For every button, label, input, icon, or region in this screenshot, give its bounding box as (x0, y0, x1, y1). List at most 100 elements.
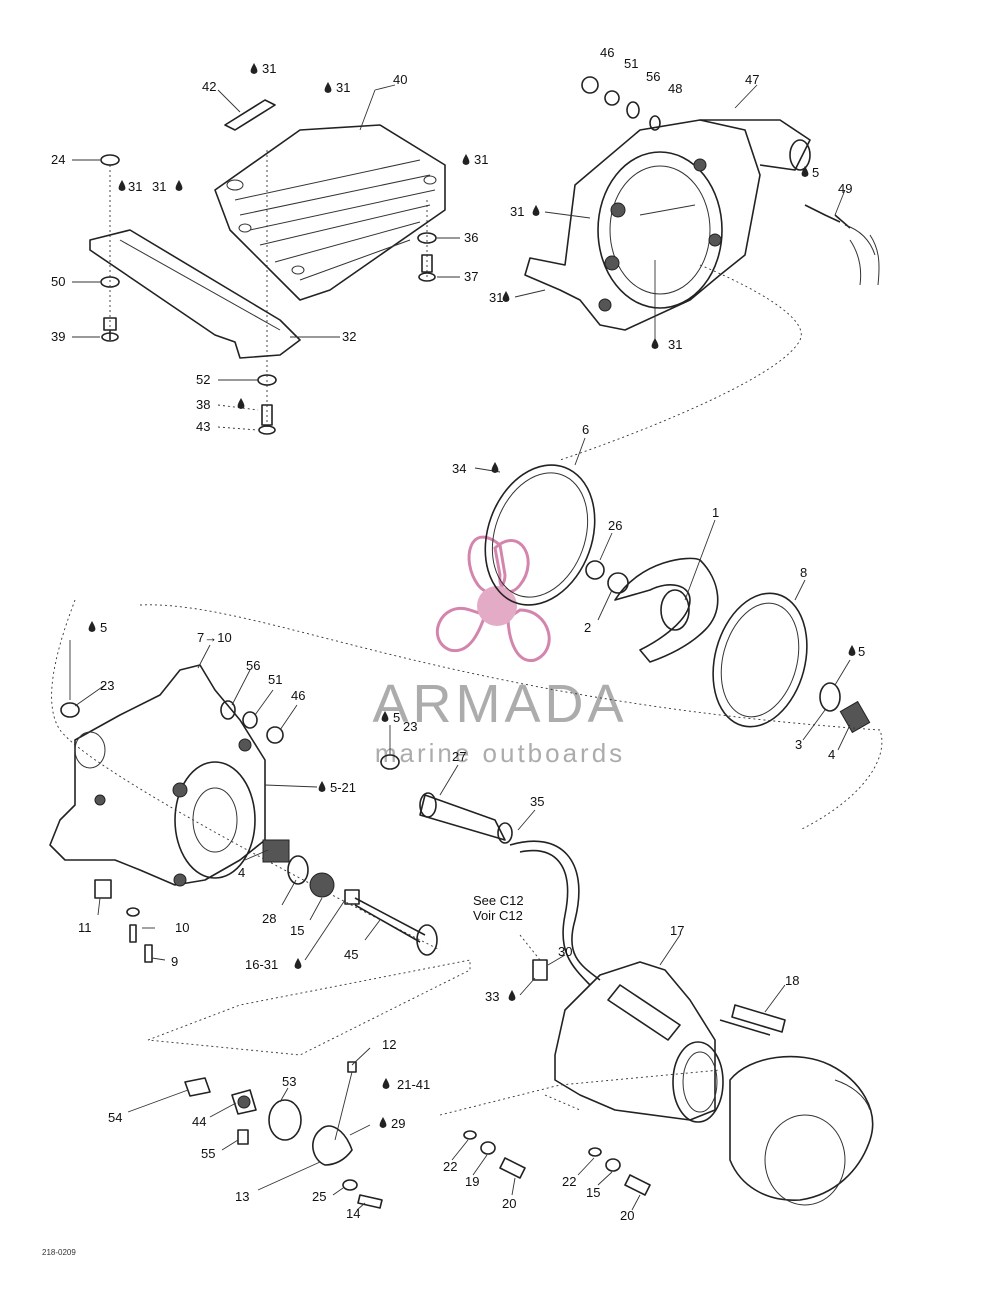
drop-icon (462, 154, 470, 165)
drop-markers (88, 63, 856, 1128)
label-2: 2 (584, 620, 591, 635)
label-46: 46 (291, 688, 305, 703)
label-18: 18 (785, 973, 799, 988)
label-31: 31 (128, 179, 142, 194)
pin-18 (731, 1004, 786, 1033)
label-56: 56 (246, 658, 260, 673)
note-line-1: See C12 (473, 893, 524, 908)
label-31: 31 (510, 204, 524, 219)
drop-icon (651, 338, 659, 349)
drop-icon (381, 711, 389, 722)
venturi-group (439, 934, 874, 1211)
drop-icon (848, 645, 856, 656)
washer-48 (649, 115, 661, 131)
spline-4 (839, 700, 871, 734)
washer-50 (100, 276, 120, 288)
impeller-15 (309, 872, 335, 898)
label-3: 3 (795, 737, 802, 752)
label-9: 9 (171, 954, 178, 969)
drop-icon (175, 180, 183, 191)
drop-icon (502, 291, 510, 302)
ring-6 (484, 464, 596, 606)
label-20: 20 (620, 1208, 634, 1223)
label-24: 24 (51, 152, 65, 167)
label-15: 15 (290, 923, 304, 938)
drop-icon (801, 166, 809, 177)
label-5-21: 5-21 (330, 780, 356, 795)
label-25: 25 (312, 1189, 326, 1204)
screw-37 (421, 254, 433, 273)
label-22: 22 (443, 1159, 457, 1174)
fitting-30 (532, 959, 548, 981)
watermark: ARMADA marine outboards (372, 535, 625, 768)
label-7-10: 7→10 (197, 630, 232, 645)
strip-42 (224, 99, 276, 131)
label-4: 4 (238, 865, 245, 880)
note-line-2: Voir C12 (473, 908, 523, 923)
impeller-group (474, 437, 871, 751)
washer-36 (417, 232, 437, 244)
label-36: 36 (464, 230, 478, 245)
label-48: 48 (668, 81, 682, 96)
label-51: 51 (624, 56, 638, 71)
label-37: 37 (464, 269, 478, 284)
pump-support-tube (700, 119, 811, 171)
washer-56-left (220, 700, 236, 720)
label-23: 23 (100, 678, 114, 693)
label-50: 50 (51, 274, 65, 289)
shaft-45 (354, 897, 426, 943)
label-16-31: 16-31 (245, 957, 278, 972)
label-14: 14 (346, 1206, 360, 1221)
drop-icon (250, 63, 258, 74)
label-29: 29 (391, 1116, 405, 1131)
label-15: 15 (586, 1185, 600, 1200)
washer-25 (342, 1179, 358, 1191)
label-42: 42 (202, 79, 216, 94)
screw-12 (347, 1061, 357, 1073)
label-5: 5 (100, 620, 107, 635)
label-10: 10 (175, 920, 189, 935)
label-5: 5 (812, 165, 819, 180)
drop-icon (508, 990, 516, 1001)
label-30: 30 (558, 944, 572, 959)
washer-24 (100, 154, 120, 166)
label-28: 28 (262, 911, 276, 926)
drop-icon (237, 398, 245, 409)
label-1: 1 (712, 505, 719, 520)
ride-plate (89, 229, 301, 359)
label-20: 20 (502, 1196, 516, 1211)
label-31: 31 (489, 290, 503, 305)
drop-icon (379, 1117, 387, 1128)
label-53: 53 (282, 1074, 296, 1089)
tube-27 (419, 794, 506, 841)
label-5: 5 (393, 710, 400, 725)
block-11 (94, 879, 112, 899)
nozzle-outline (729, 1055, 874, 1201)
label-54: 54 (108, 1110, 122, 1125)
nut-46-left (266, 726, 284, 744)
washer-51-left (242, 711, 258, 729)
watermark-tagline: marine outboards (375, 738, 625, 768)
label-46: 46 (600, 45, 614, 60)
label-40: 40 (393, 72, 407, 87)
screw-55 (237, 1129, 249, 1145)
oring-53 (268, 1099, 302, 1141)
fitting-49 (804, 204, 851, 229)
nut-46 (581, 76, 599, 94)
wear-ring-8 (712, 592, 808, 728)
ride-plate-group (72, 84, 460, 435)
plug-54 (184, 1077, 211, 1097)
label-8: 8 (800, 565, 807, 580)
label-56: 56 (646, 69, 660, 84)
drop-icon (88, 621, 96, 632)
pump-support-housing (524, 119, 761, 331)
venturi-17 (554, 961, 716, 1121)
label-31: 31 (336, 80, 350, 95)
label-51: 51 (268, 672, 282, 687)
label-19: 19 (465, 1174, 479, 1189)
propeller-logo (435, 535, 551, 662)
label-38: 38 (196, 397, 210, 412)
washer-56 (626, 101, 640, 119)
